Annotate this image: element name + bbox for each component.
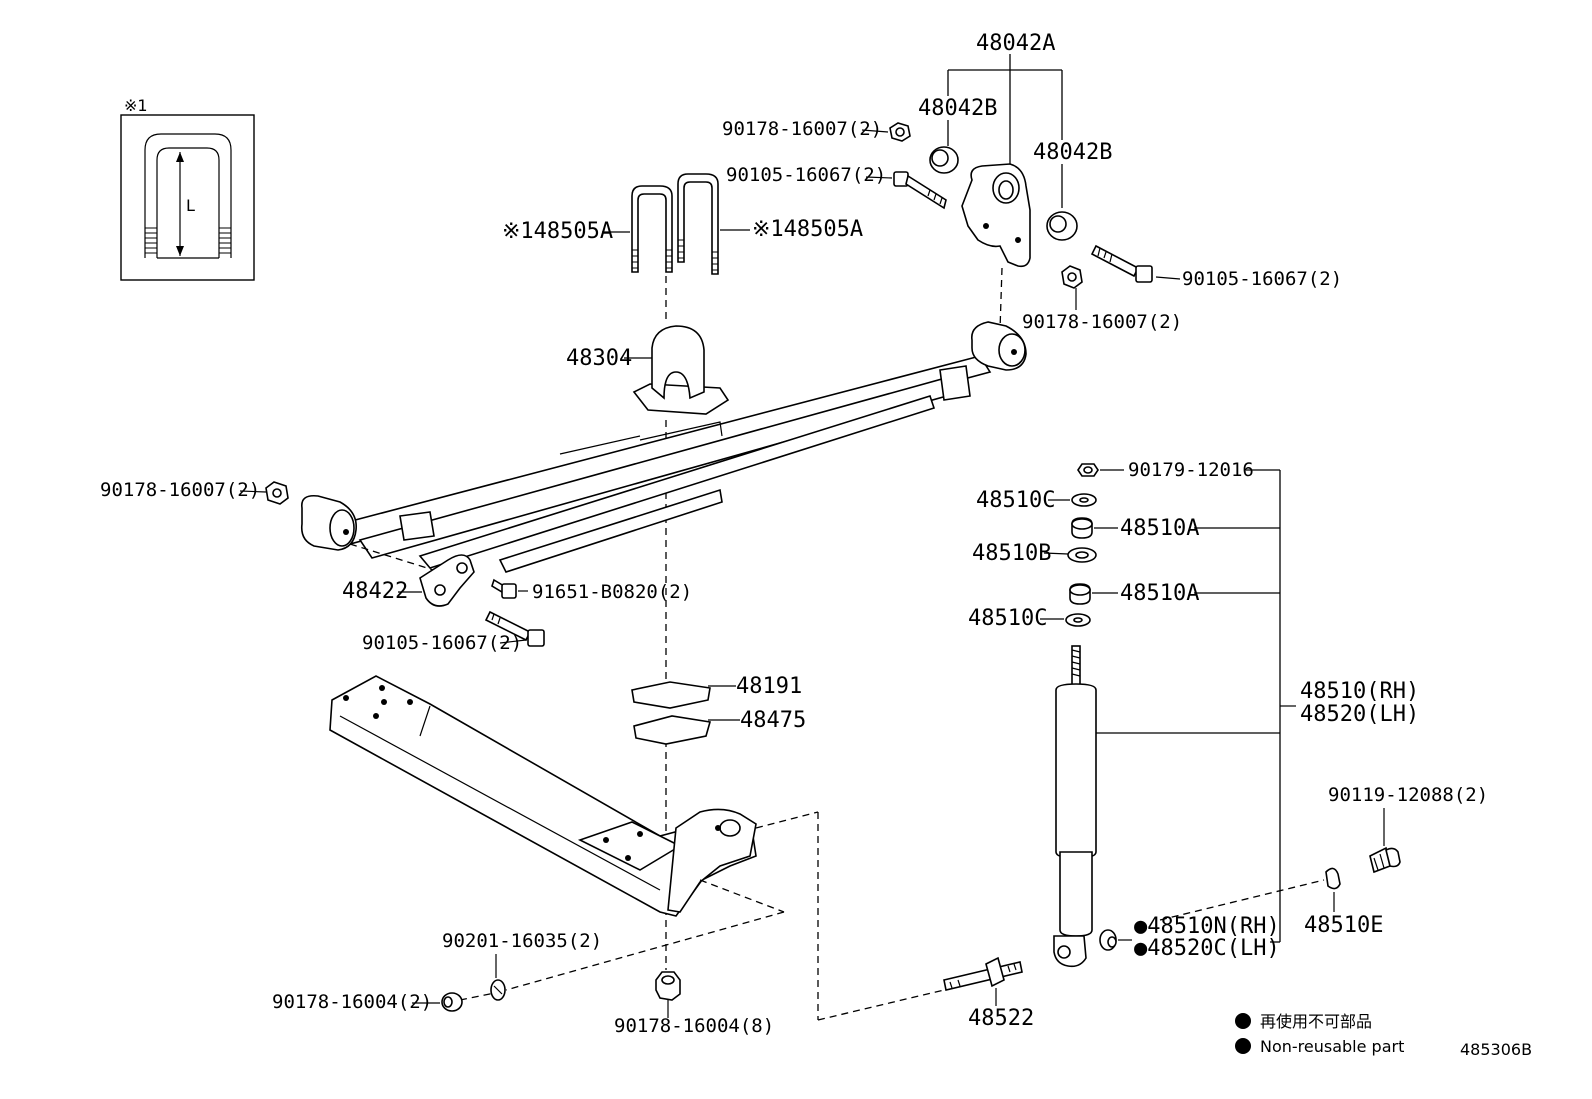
stud-48522 — [943, 956, 1023, 991]
bracket-48042a-leaders — [947, 54, 1063, 208]
label-90178-16004-left: 90178-16004(2) — [272, 991, 432, 1013]
nut-90178-16004-left — [441, 992, 463, 1012]
label-90105-16067-top: 90105-16067(2) — [726, 164, 886, 186]
washer-48510c-top — [1071, 493, 1097, 507]
label-90178-16007-left: 90178-16007(2) — [100, 479, 260, 501]
legend-text-ja: 再使用不可部品 — [1260, 1012, 1372, 1031]
label-48042b-left: 48042B — [918, 96, 997, 121]
label-48505a-right: ※148505A — [752, 217, 863, 242]
label-90178-16007-top: 90178-16007(2) — [722, 118, 882, 140]
label-48304: 48304 — [566, 346, 632, 371]
label-90119-12088: 90119-12088(2) — [1328, 784, 1488, 806]
legend-text-en: Non-reusable part — [1260, 1037, 1404, 1056]
spring-seat-48304 — [632, 325, 730, 415]
label-48510c-bottom: 48510C — [968, 606, 1047, 631]
bushing-48042b-right — [1046, 211, 1078, 241]
nut-90178-16004-bottom — [655, 971, 681, 1001]
nut-90178-16007-top — [889, 122, 911, 142]
label-48422: 48422 — [342, 579, 408, 604]
bushing-48510e — [1325, 867, 1341, 890]
shim-48191 — [631, 681, 711, 709]
washer-48510b — [1067, 547, 1097, 563]
u-bolt-48505a-left — [631, 185, 673, 273]
label-48510n-rh: ●48510N(RH) — [1134, 914, 1280, 939]
leader-90105-16067-right — [1155, 276, 1181, 280]
label-48510a-top: 48510A — [1120, 516, 1199, 541]
label-48510b: 48510B — [972, 541, 1051, 566]
bushing-48510a-bottom — [1069, 583, 1091, 605]
label-90105-16067-right: 90105-16067(2) — [1182, 268, 1342, 290]
shock-absorber — [1053, 645, 1097, 968]
label-48520-lh: 48520(LH) — [1300, 702, 1419, 727]
inset-length-label: L — [186, 196, 195, 215]
label-48505a-left: ※148505A — [502, 219, 613, 244]
label-90178-16004-bottom: 90178-16004(8) — [614, 1015, 774, 1037]
label-90105-16067-left: 90105-16067(2) — [362, 632, 522, 654]
label-90179-12016: 90179-12016 — [1128, 459, 1254, 481]
u-bolt-48505a-right — [677, 173, 719, 275]
inset-mark: ※1 — [124, 96, 148, 115]
washer-90201-16035 — [490, 979, 506, 1001]
bolt-91651-b0820 — [491, 578, 517, 599]
label-48510-rh: 48510(RH) — [1300, 679, 1419, 704]
bushing-48510a-top — [1071, 517, 1093, 539]
label-48510e: 48510E — [1304, 913, 1383, 938]
label-90201-16035: 90201-16035(2) — [442, 930, 602, 952]
nut-90179-12016 — [1077, 463, 1099, 477]
bolt-90105-16067-right — [1090, 244, 1153, 283]
label-48510a-bottom: 48510A — [1120, 581, 1199, 606]
washer-48510c-bottom — [1065, 613, 1091, 627]
label-48042b-right: 48042B — [1033, 140, 1112, 165]
label-48042a: 48042A — [976, 31, 1055, 56]
label-48522: 48522 — [968, 1006, 1034, 1031]
leader-90178-16007-left — [239, 490, 267, 493]
label-48520c-lh: ●48520C(LH) — [1134, 936, 1280, 961]
diagram-id: 485306B — [1460, 1040, 1532, 1059]
label-48510c-top: 48510C — [976, 488, 1055, 513]
legend: 再使用不可部品 Non-reusable part — [1235, 1012, 1404, 1056]
label-48191: 48191 — [736, 674, 802, 699]
label-48475: 48475 — [740, 708, 806, 733]
label-91651-b0820: 91651-B0820(2) — [532, 581, 692, 603]
inset-u-bolt-length: ※1 L — [120, 96, 255, 281]
legend-dot-ja — [1235, 1013, 1251, 1029]
spring-hanger-48422 — [419, 554, 475, 607]
spring-shackle-48042a — [961, 163, 1031, 268]
nut-90178-16007-right — [1061, 265, 1083, 289]
leaf-spring — [300, 321, 1027, 573]
shim-48475 — [633, 715, 712, 745]
nut-90178-16007-left — [265, 481, 289, 505]
bolt-90105-16067-top — [893, 171, 947, 210]
bushing-48510n — [1099, 929, 1117, 951]
bolt-90119-12088 — [1369, 846, 1401, 874]
label-90178-16007-right: 90178-16007(2) — [1022, 311, 1182, 333]
bushing-48042b-left — [929, 146, 959, 174]
legend-dot-en — [1235, 1038, 1251, 1054]
leader-90178-16007-top — [861, 129, 889, 133]
axle-housing — [329, 675, 757, 917]
leader-90105-16067-left — [499, 639, 527, 644]
leader-90105-16067-top — [865, 176, 893, 179]
